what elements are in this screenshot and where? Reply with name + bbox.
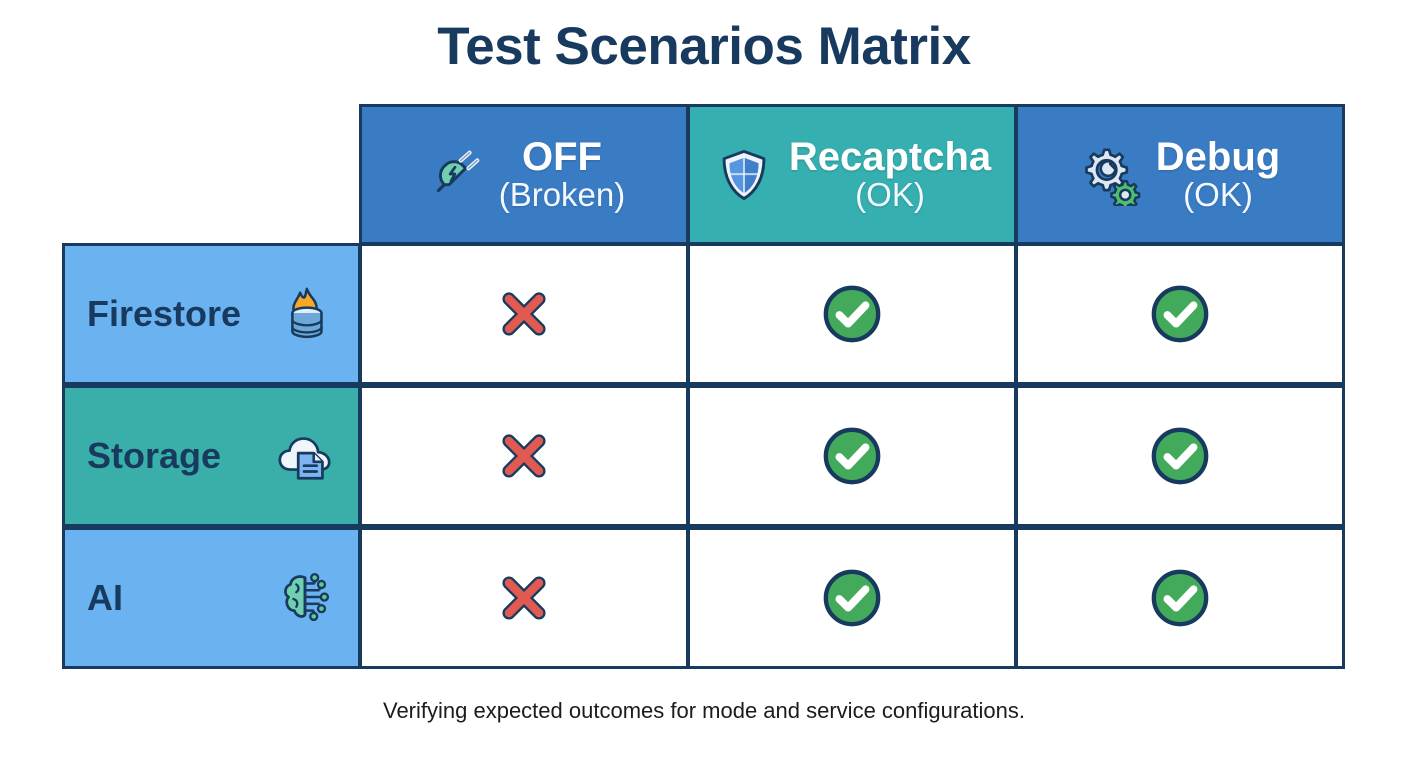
cell-firestore-off[interactable]	[359, 243, 689, 385]
cell-storage-off[interactable]	[359, 385, 689, 527]
cell-firestore-recaptcha[interactable]	[687, 243, 1017, 385]
cell-storage-recaptcha[interactable]	[687, 385, 1017, 527]
check-circle-icon	[819, 565, 885, 631]
shield-icon	[713, 144, 775, 206]
row-header-label: Firestore	[87, 293, 242, 334]
cell-ai-debug[interactable]	[1015, 527, 1345, 669]
row-header-column: Firestore Storage	[62, 243, 361, 672]
cross-icon	[491, 565, 557, 631]
cell-ai-recaptcha[interactable]	[687, 527, 1017, 669]
cross-icon	[491, 423, 557, 489]
column-header-sublabel: (OK)	[855, 176, 925, 214]
caption: Verifying expected outcomes for mode and…	[382, 698, 1026, 723]
cell-ai-off[interactable]	[359, 527, 689, 669]
row-header-ai[interactable]: AI	[62, 527, 361, 669]
column-header-label: Recaptcha	[788, 135, 992, 180]
column-header-debug[interactable]: Debug (OK)	[1015, 104, 1345, 245]
column-header-label: Debug	[1155, 135, 1281, 180]
row-header-storage[interactable]: Storage	[62, 385, 361, 527]
matrix-grid: OFF (Broken) Recaptcha (OK)	[359, 104, 1345, 672]
power-plug-broken-icon	[423, 144, 485, 206]
check-circle-icon	[1147, 565, 1213, 631]
cell-firestore-debug[interactable]	[1015, 243, 1345, 385]
column-header-text: Recaptcha (OK)	[789, 137, 991, 211]
cloud-document-icon	[274, 425, 336, 487]
gear-wrench-icon	[1080, 144, 1142, 206]
column-header-text: OFF (Broken)	[499, 137, 626, 211]
check-circle-icon	[819, 423, 885, 489]
row-header-label: AI	[87, 577, 123, 618]
check-circle-icon	[1147, 423, 1213, 489]
column-header-sublabel: (Broken)	[498, 176, 626, 214]
firestore-flame-database-icon	[274, 283, 336, 345]
cell-storage-debug[interactable]	[1015, 385, 1345, 527]
matrix: Firestore Storage	[62, 104, 1345, 672]
cross-icon	[491, 281, 557, 347]
brain-circuit-icon	[274, 567, 336, 629]
row-header-label: Storage	[87, 435, 222, 476]
column-header-sublabel: (OK)	[1183, 176, 1253, 214]
column-header-text: Debug (OK)	[1156, 137, 1280, 211]
row-header-firestore[interactable]: Firestore	[62, 243, 361, 385]
column-header-off[interactable]: OFF (Broken)	[359, 104, 689, 245]
check-circle-icon	[819, 281, 885, 347]
page-title: Test Scenarios Matrix	[437, 17, 971, 76]
column-header-label: OFF	[522, 135, 602, 180]
column-header-recaptcha[interactable]: Recaptcha (OK)	[687, 104, 1017, 245]
check-circle-icon	[1147, 281, 1213, 347]
